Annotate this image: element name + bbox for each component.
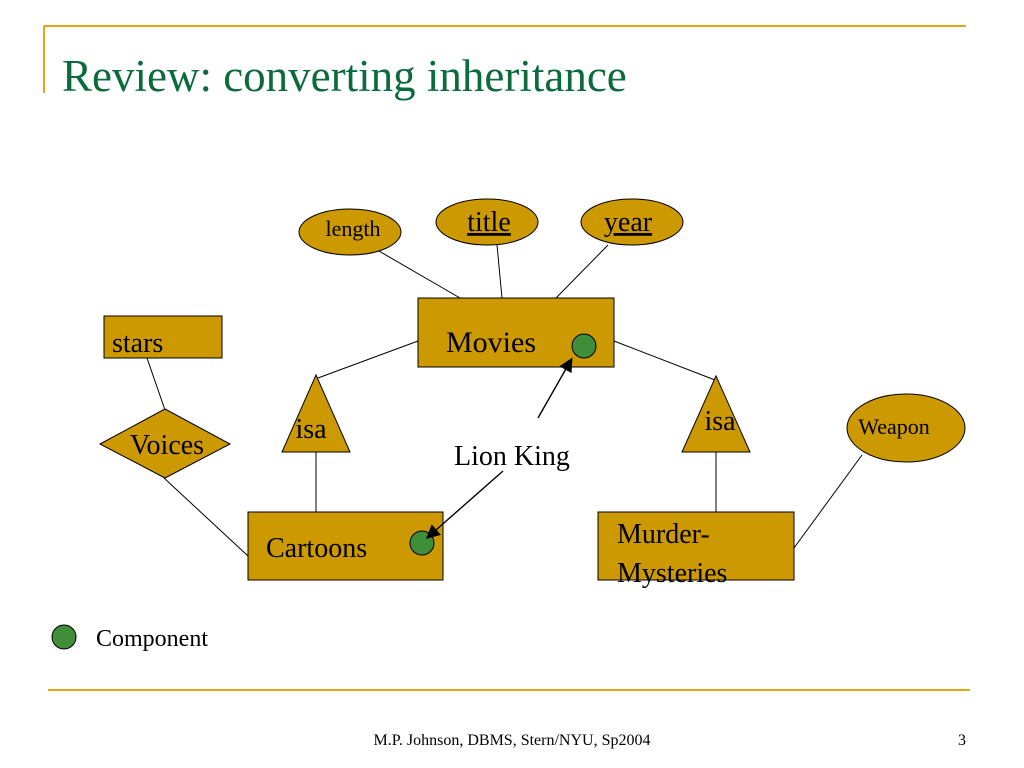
connector-voices-cartoons <box>163 477 249 557</box>
relationship-voices-label: Voices <box>130 430 204 461</box>
entity-cartoons: Cartoons <box>247 511 444 581</box>
relationship-isa-left: isa <box>281 373 351 453</box>
attribute-weapon-label: Weapon <box>858 414 930 439</box>
entity-murder-mysteries: Murder- Mysteries <box>597 511 795 589</box>
attribute-year-label: year <box>604 207 653 238</box>
attribute-length: length <box>298 208 402 256</box>
connector-movies-isa-right <box>613 340 716 381</box>
page-title: Review: converting inheritance <box>62 51 627 101</box>
annotation-lion-king: Lion King <box>454 441 570 472</box>
connector-stars-voices <box>146 357 166 411</box>
attribute-title-label: title <box>467 207 511 238</box>
entity-murder-mysteries-line1: Murder- <box>617 519 710 550</box>
connector-year-movies <box>555 244 609 299</box>
component-marker-movies <box>571 333 597 359</box>
attribute-title: title <box>435 198 539 246</box>
connector-movies-isa-left <box>317 340 419 379</box>
connector-length-movies <box>371 246 461 299</box>
entity-cartoons-label: Cartoons <box>266 533 367 564</box>
annotation-arrow-to-cartoons <box>425 470 504 539</box>
relationship-isa-left-label: isa <box>295 414 327 445</box>
legend: Component <box>51 624 208 652</box>
relationship-voices: Voices <box>98 408 232 479</box>
entity-movies-label: Movies <box>446 326 536 359</box>
entity-movies: Movies <box>417 297 615 368</box>
attribute-year: year <box>580 198 684 246</box>
entity-stars-label: stars <box>112 328 163 359</box>
connector-title-movies <box>496 244 503 299</box>
attribute-length-label: length <box>326 216 381 241</box>
attribute-weapon: Weapon <box>846 393 966 463</box>
annotation-arrow-to-movies <box>537 357 573 419</box>
connector-weapon-murder <box>793 454 863 549</box>
relationship-isa-right-label: isa <box>704 406 736 437</box>
page-number: 3 <box>958 732 966 749</box>
legend-component-marker <box>51 624 77 650</box>
legend-component-label: Component <box>96 626 208 652</box>
footer-text: M.P. Johnson, DBMS, Stern/NYU, Sp2004 <box>374 732 651 749</box>
entity-murder-mysteries-line2: Mysteries <box>617 558 727 589</box>
entity-stars: stars <box>103 315 223 359</box>
relationship-isa-right: isa <box>681 374 751 453</box>
